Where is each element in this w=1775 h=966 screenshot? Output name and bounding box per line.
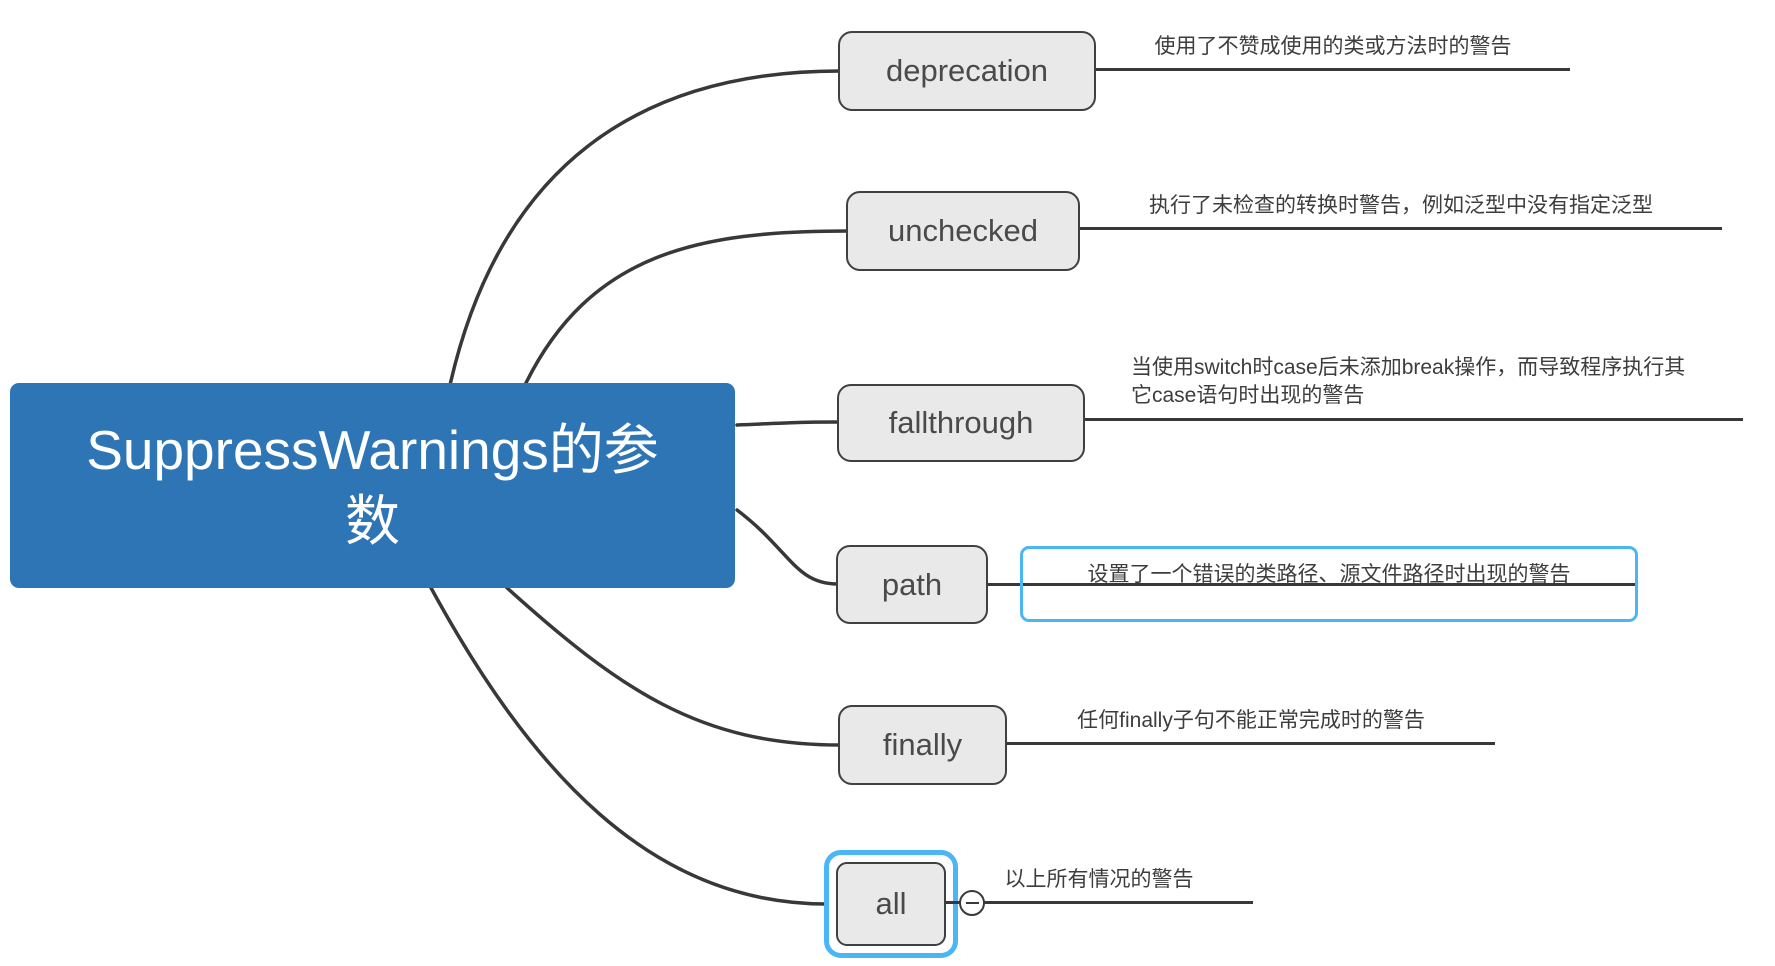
leaf-fallthrough-underline — [1085, 417, 1743, 421]
leaf-finally-desc[interactable]: 任何finally子句不能正常完成时的警告 — [1007, 707, 1495, 746]
root-node-label: SuppressWarnings的参数 — [86, 419, 659, 552]
connector-finally — [503, 584, 842, 747]
node-all[interactable]: all — [836, 862, 946, 946]
leaf-fallthrough-desc[interactable]: 当使用switch时case后未添加break操作，而导致程序执行其它case语… — [1085, 354, 1743, 421]
node-path[interactable]: path — [836, 545, 988, 624]
node-finally-label: finally — [882, 727, 963, 762]
node-all-label: all — [875, 886, 907, 921]
leaf-unchecked-desc[interactable]: 执行了未检查的转换时警告，例如泛型中没有指定泛型 — [1080, 192, 1722, 231]
leaf-all-text: 以上所有情况的警告 — [1004, 868, 1194, 891]
connector-fallthrough — [735, 420, 841, 427]
leaf-deprecation-text: 使用了不赞成使用的类或方法时的警告 — [1154, 35, 1512, 58]
node-unchecked[interactable]: unchecked — [846, 191, 1080, 271]
connector-deprecation — [448, 69, 842, 387]
leaf-unchecked-underline — [1080, 227, 1722, 231]
root-node[interactable]: SuppressWarnings的参数 — [10, 383, 735, 588]
leaf-deprecation-desc[interactable]: 使用了不赞成使用的类或方法时的警告 — [1096, 33, 1570, 72]
leaf-finally-text: 任何finally子句不能正常完成时的警告 — [1077, 709, 1425, 732]
connector-unchecked — [523, 229, 850, 387]
minus-circle-icon — [965, 902, 979, 904]
node-unchecked-label: unchecked — [888, 213, 1038, 248]
leaf-finally-underline — [1007, 742, 1495, 746]
leaf-deprecation-underline — [1096, 68, 1570, 72]
node-fallthrough[interactable]: fallthrough — [837, 384, 1085, 462]
leaf-all-underline — [945, 901, 1253, 905]
connector-path — [735, 508, 840, 586]
node-path-label: path — [881, 566, 943, 602]
node-deprecation-label: deprecation — [885, 53, 1048, 88]
node-all-selection-frame: all — [824, 850, 958, 958]
node-fallthrough-label: fallthrough — [888, 405, 1034, 440]
leaf-fallthrough-text: 当使用switch时case后未添加break操作，而导致程序执行其它case语… — [1131, 356, 1686, 408]
leaf-path-text: 设置了一个错误的类路径、源文件路径时出现的警告 — [1087, 563, 1571, 586]
leaf-path-desc[interactable]: 设置了一个错误的类路径、源文件路径时出现的警告 — [1020, 546, 1638, 622]
node-finally[interactable]: finally — [838, 705, 1007, 785]
connector-all — [428, 584, 828, 906]
collapse-toggle-button[interactable] — [959, 890, 985, 916]
node-deprecation[interactable]: deprecation — [838, 31, 1096, 111]
leaf-all-desc[interactable]: 以上所有情况的警告 — [945, 866, 1253, 905]
leaf-unchecked-text: 执行了未检查的转换时警告，例如泛型中没有指定泛型 — [1149, 194, 1653, 217]
leaf-path-underline — [988, 583, 1636, 586]
